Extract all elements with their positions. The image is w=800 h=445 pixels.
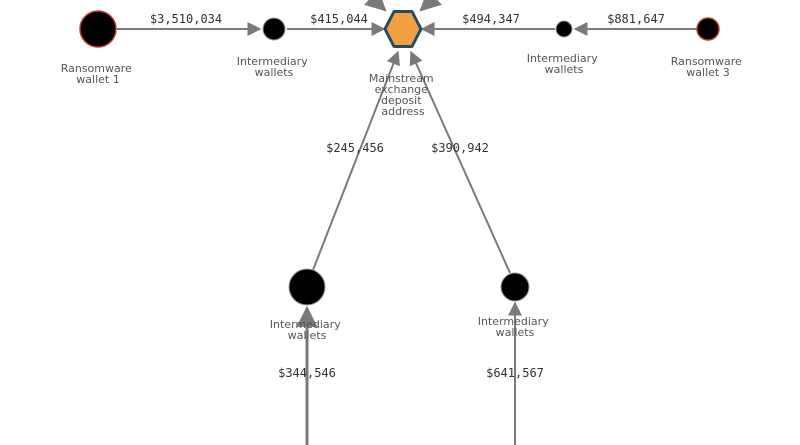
edge-upper-right-to-exchange [419, 0, 442, 12]
edge-amounts: $3,510,034 $415,044 $494,347 $881,647 $2… [150, 12, 665, 380]
intermediary-wallets-top-left-node[interactable] [262, 17, 286, 41]
amount-int-tr-to-exchange: $494,347 [462, 12, 520, 26]
amount-r3-to-int-tr: $881,647 [607, 12, 665, 26]
label-intermediary-wallets-top-right: Intermediary wallets [527, 52, 601, 76]
edges [117, 0, 697, 445]
edge-int-br-to-exchange [409, 50, 511, 274]
label-ransomware-wallet-1: Ransomware wallet 1 [61, 62, 136, 86]
amount-in-to-int-bl: $344,546 [278, 366, 336, 380]
exchange-hexagon-icon[interactable] [383, 10, 423, 48]
nodes [79, 10, 720, 306]
intermediary-wallets-top-right-node[interactable] [555, 20, 573, 38]
label-intermediary-wallets-top-left: Intermediary wallets [237, 55, 311, 79]
intermediary-wallets-bottom-left-node[interactable] [288, 268, 326, 306]
intermediary-wallets-bottom-right-node[interactable] [500, 272, 530, 302]
amount-int-br-to-exchange: $390,942 [431, 141, 489, 155]
edge-int-bl-to-exchange [312, 50, 400, 271]
amount-int-bl-to-exchange: $245,456 [326, 141, 384, 155]
amount-r1-to-int-tl: $3,510,034 [150, 12, 222, 26]
label-intermediary-wallets-bottom-left: Intermediary wallets [270, 318, 344, 342]
edge-upper-left-to-exchange [364, 0, 387, 12]
amount-int-tl-to-exchange: $415,044 [310, 12, 368, 26]
amount-in-to-int-br: $641,567 [486, 366, 544, 380]
node-labels: Ransomware wallet 1 Intermediary wallets… [61, 52, 746, 342]
label-exchange-deposit-address: Mainstream exchange deposit address [369, 72, 437, 118]
label-ransomware-wallet-3: Ransomware wallet 3 [671, 55, 746, 79]
label-intermediary-wallets-bottom-right: Intermediary wallets [478, 315, 552, 339]
ransomware-wallet-1-node[interactable] [79, 10, 117, 48]
ransomware-wallet-3-node[interactable] [696, 17, 720, 41]
